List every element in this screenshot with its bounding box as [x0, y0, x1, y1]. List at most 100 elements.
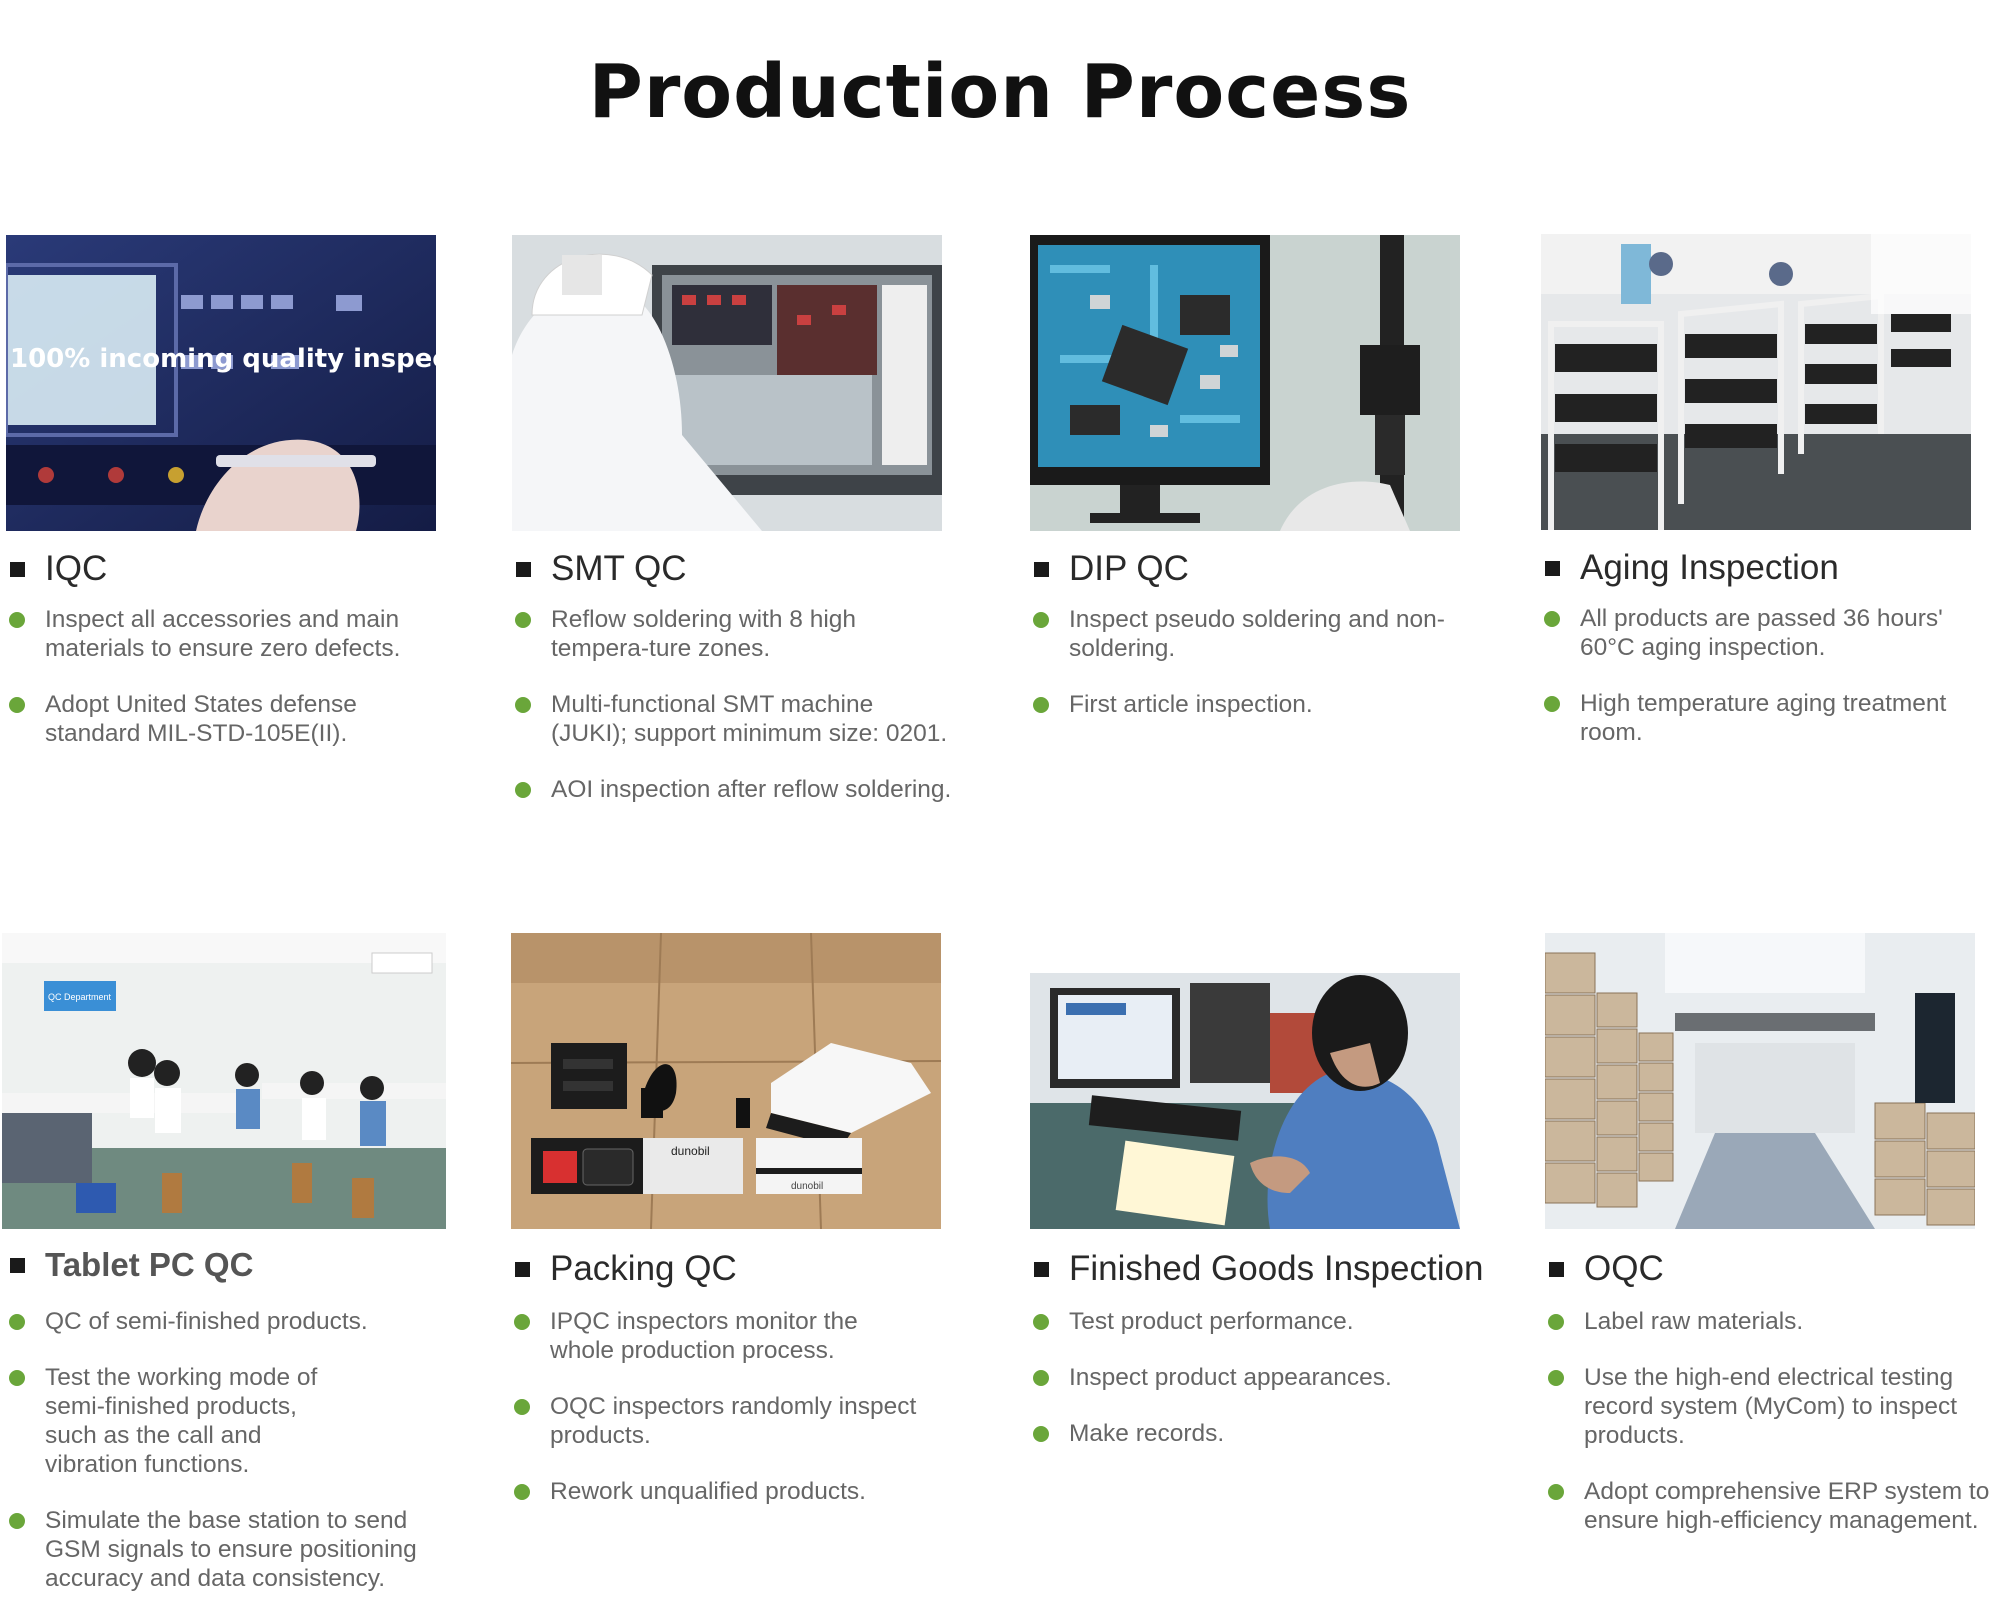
smt-qc-photo-graphic	[512, 235, 942, 531]
bullet-list: Inspect all accessories and main materia…	[6, 605, 446, 748]
square-bullet-icon	[1034, 561, 1049, 577]
dunobil-box-label: dunobil	[671, 1144, 710, 1158]
green-dot-icon	[1544, 611, 1560, 627]
bullet-text: All products are passed 36 hours' 60°C a…	[1580, 605, 1943, 661]
list-item: All products are passed 36 hours' 60°C a…	[1541, 604, 1981, 662]
process-card-aging-inspection: Aging Inspection All products are passed…	[1541, 234, 1981, 774]
green-dot-icon	[1544, 696, 1560, 712]
list-item: Inspect pseudo soldering and non-solderi…	[1030, 605, 1470, 663]
bullet-text: Adopt comprehensive ERP system to ensure…	[1584, 1478, 1990, 1534]
card-heading: OQC	[1545, 1247, 1995, 1291]
list-item: Test the working mode of semi-finished p…	[2, 1363, 442, 1479]
list-item: Rework unqualified products.	[511, 1477, 951, 1506]
green-dot-icon	[1033, 612, 1049, 628]
iqc-photo: 100% incoming quality inspection	[6, 235, 436, 531]
card-heading: SMT QC	[512, 547, 952, 591]
process-card-iqc: 100% incoming quality inspection IQC Ins…	[6, 235, 446, 775]
square-bullet-icon	[10, 561, 25, 577]
list-item: Make records.	[1030, 1419, 1500, 1448]
card-title: Tablet PC QC	[45, 1246, 254, 1283]
list-item: First article inspection.	[1030, 690, 1470, 719]
list-item: Test product performance.	[1030, 1307, 1500, 1336]
bullet-list: All products are passed 36 hours' 60°C a…	[1541, 604, 1981, 747]
list-item: IPQC inspectors monitor the whole produc…	[511, 1307, 951, 1365]
bullet-text: Inspect product appearances.	[1069, 1364, 1392, 1391]
card-title: DIP QC	[1069, 549, 1189, 588]
card-title: OQC	[1584, 1249, 1664, 1288]
page-title: Production Process	[588, 49, 1412, 135]
square-bullet-icon	[515, 1261, 530, 1277]
green-dot-icon	[1033, 1426, 1049, 1442]
green-dot-icon	[1033, 1370, 1049, 1386]
card-heading: DIP QC	[1030, 547, 1470, 591]
finished-goods-photo	[1030, 933, 1460, 1229]
bullet-text: Test the working mode of semi-finished p…	[45, 1364, 318, 1478]
square-bullet-icon	[1549, 1261, 1564, 1277]
dip-qc-photo	[1030, 235, 1460, 531]
card-heading: Tablet PC QC	[2, 1243, 442, 1287]
square-bullet-icon	[516, 561, 531, 577]
list-item: Use the high-end electrical testing reco…	[1545, 1363, 1995, 1450]
green-dot-icon	[1033, 1314, 1049, 1330]
finished-goods-photo-graphic	[1030, 933, 1460, 1229]
process-card-tablet-pc-qc: QC Department Tab	[2, 933, 446, 1620]
bullet-text: OQC inspectors randomly inspect products…	[550, 1393, 917, 1449]
iqc-photo-graphic: 100% incoming quality inspection	[6, 235, 436, 531]
green-dot-icon	[515, 782, 531, 798]
card-title: Packing QC	[550, 1249, 737, 1288]
bullet-text: Inspect pseudo soldering and non-solderi…	[1069, 606, 1445, 662]
bullet-text: Reflow soldering with 8 high tempera-tur…	[551, 606, 857, 662]
oqc-photo-graphic	[1545, 933, 1975, 1229]
bullet-text: Inspect all accessories and main materia…	[45, 606, 401, 662]
green-dot-icon	[1033, 697, 1049, 713]
tablet-pc-qc-photo: QC Department	[2, 933, 446, 1229]
bullet-text: High temperature aging treatment room.	[1580, 690, 1947, 746]
list-item: Multi-functional SMT machine (JUKI); sup…	[512, 690, 952, 748]
card-title: Aging Inspection	[1580, 548, 1839, 587]
card-title: SMT QC	[551, 549, 687, 588]
green-dot-icon	[9, 697, 25, 713]
card-title: IQC	[45, 549, 108, 588]
list-item: Simulate the base station to send GSM si…	[2, 1506, 442, 1593]
bullet-list: QC of semi-finished products. Test the w…	[2, 1307, 442, 1593]
card-title: Finished Goods Inspection	[1069, 1249, 1484, 1288]
list-item: OQC inspectors randomly inspect products…	[511, 1392, 951, 1450]
list-item: Inspect product appearances.	[1030, 1363, 1500, 1392]
green-dot-icon	[9, 1314, 25, 1330]
list-item: Inspect all accessories and main materia…	[6, 605, 446, 663]
list-item: Reflow soldering with 8 high tempera-tur…	[512, 605, 952, 663]
bullet-text: QC of semi-finished products.	[45, 1308, 368, 1335]
square-bullet-icon	[10, 1257, 25, 1273]
bullet-text: Adopt United States defense standard MIL…	[45, 691, 357, 747]
green-dot-icon	[9, 1370, 25, 1386]
bullet-text: Test product performance.	[1069, 1308, 1354, 1335]
green-dot-icon	[514, 1484, 530, 1500]
list-item: Label raw materials.	[1545, 1307, 1995, 1336]
aging-inspection-photo	[1541, 234, 1971, 530]
bullet-text: Simulate the base station to send GSM si…	[45, 1507, 417, 1592]
bullet-text: Rework unqualified products.	[550, 1478, 866, 1505]
green-dot-icon	[515, 697, 531, 713]
card-heading: Finished Goods Inspection	[1030, 1247, 1500, 1291]
process-card-smt-qc: SMT QC Reflow soldering with 8 high temp…	[512, 235, 952, 831]
green-dot-icon	[1548, 1484, 1564, 1500]
green-dot-icon	[1548, 1370, 1564, 1386]
card-heading: Packing QC	[511, 1247, 951, 1291]
list-item: Adopt United States defense standard MIL…	[6, 690, 446, 748]
process-card-dip-qc: DIP QC Inspect pseudo soldering and non-…	[1030, 235, 1470, 746]
dip-qc-photo-graphic	[1030, 235, 1460, 531]
card-heading: Aging Inspection	[1541, 546, 1981, 590]
bullet-list: Reflow soldering with 8 high tempera-tur…	[512, 605, 952, 804]
list-item: High temperature aging treatment room.	[1541, 689, 1981, 747]
green-dot-icon	[9, 1513, 25, 1529]
process-card-oqc: OQC Label raw materials. Use the high-en…	[1545, 933, 1995, 1562]
oqc-photo	[1545, 933, 1975, 1229]
aging-inspection-photo-graphic	[1541, 234, 1971, 530]
bullet-list: Inspect pseudo soldering and non-solderi…	[1030, 605, 1470, 719]
iqc-photo-caption: 100% incoming quality inspection	[10, 344, 436, 374]
smt-qc-photo	[512, 235, 942, 531]
process-card-packing-qc: dunobil dunobil Packing QC IPQC inspecto…	[511, 933, 951, 1533]
bullet-list: IPQC inspectors monitor the whole produc…	[511, 1307, 951, 1506]
bullet-text: First article inspection.	[1069, 691, 1313, 718]
list-item: Adopt comprehensive ERP system to ensure…	[1545, 1477, 1995, 1535]
